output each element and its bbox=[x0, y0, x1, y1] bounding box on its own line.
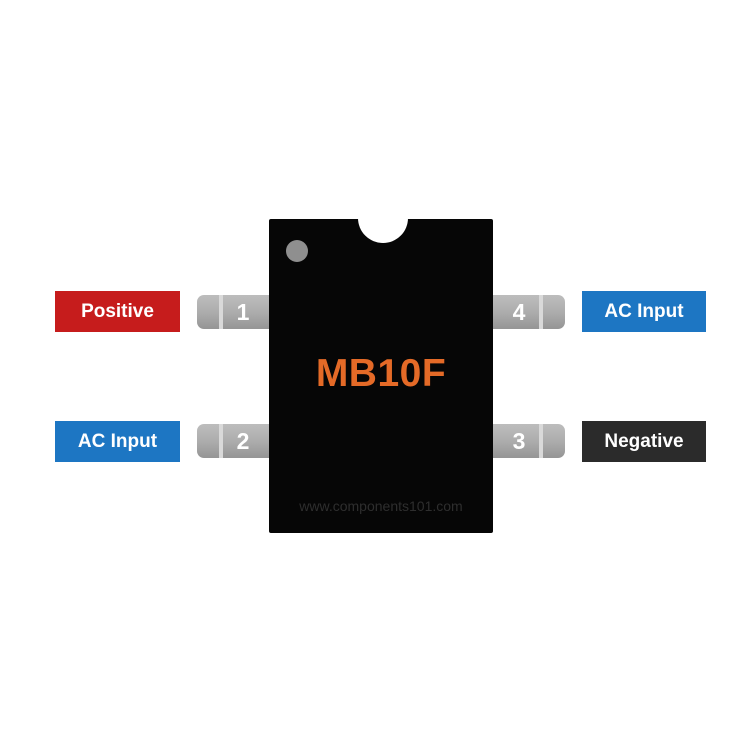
pin-1-label: Positive bbox=[55, 291, 180, 332]
chip-part-number: MB10F bbox=[315, 352, 447, 395]
pin-groove bbox=[539, 424, 543, 458]
pin-groove bbox=[219, 424, 223, 458]
pin-3-label: Negative bbox=[582, 421, 706, 462]
orientation-notch bbox=[358, 193, 408, 243]
pin-4-number: 4 bbox=[512, 299, 526, 325]
pin-4-label: AC Input bbox=[582, 291, 706, 332]
pin-2-number: 2 bbox=[236, 428, 250, 454]
pin-1-number: 1 bbox=[236, 299, 250, 325]
ic-package: MB10F www.components101.com bbox=[269, 193, 493, 533]
pin-3: 3 bbox=[493, 424, 565, 458]
pin-2: 2 bbox=[197, 424, 269, 458]
pin-3-number: 3 bbox=[512, 428, 526, 454]
pin1-indicator-dot bbox=[286, 240, 308, 262]
pin-1: 1 bbox=[197, 295, 269, 329]
watermark: www.components101.com bbox=[299, 498, 463, 514]
pin-4: 4 bbox=[493, 295, 565, 329]
pin-groove bbox=[219, 295, 223, 329]
pin-groove bbox=[539, 295, 543, 329]
pin-2-label: AC Input bbox=[55, 421, 180, 462]
